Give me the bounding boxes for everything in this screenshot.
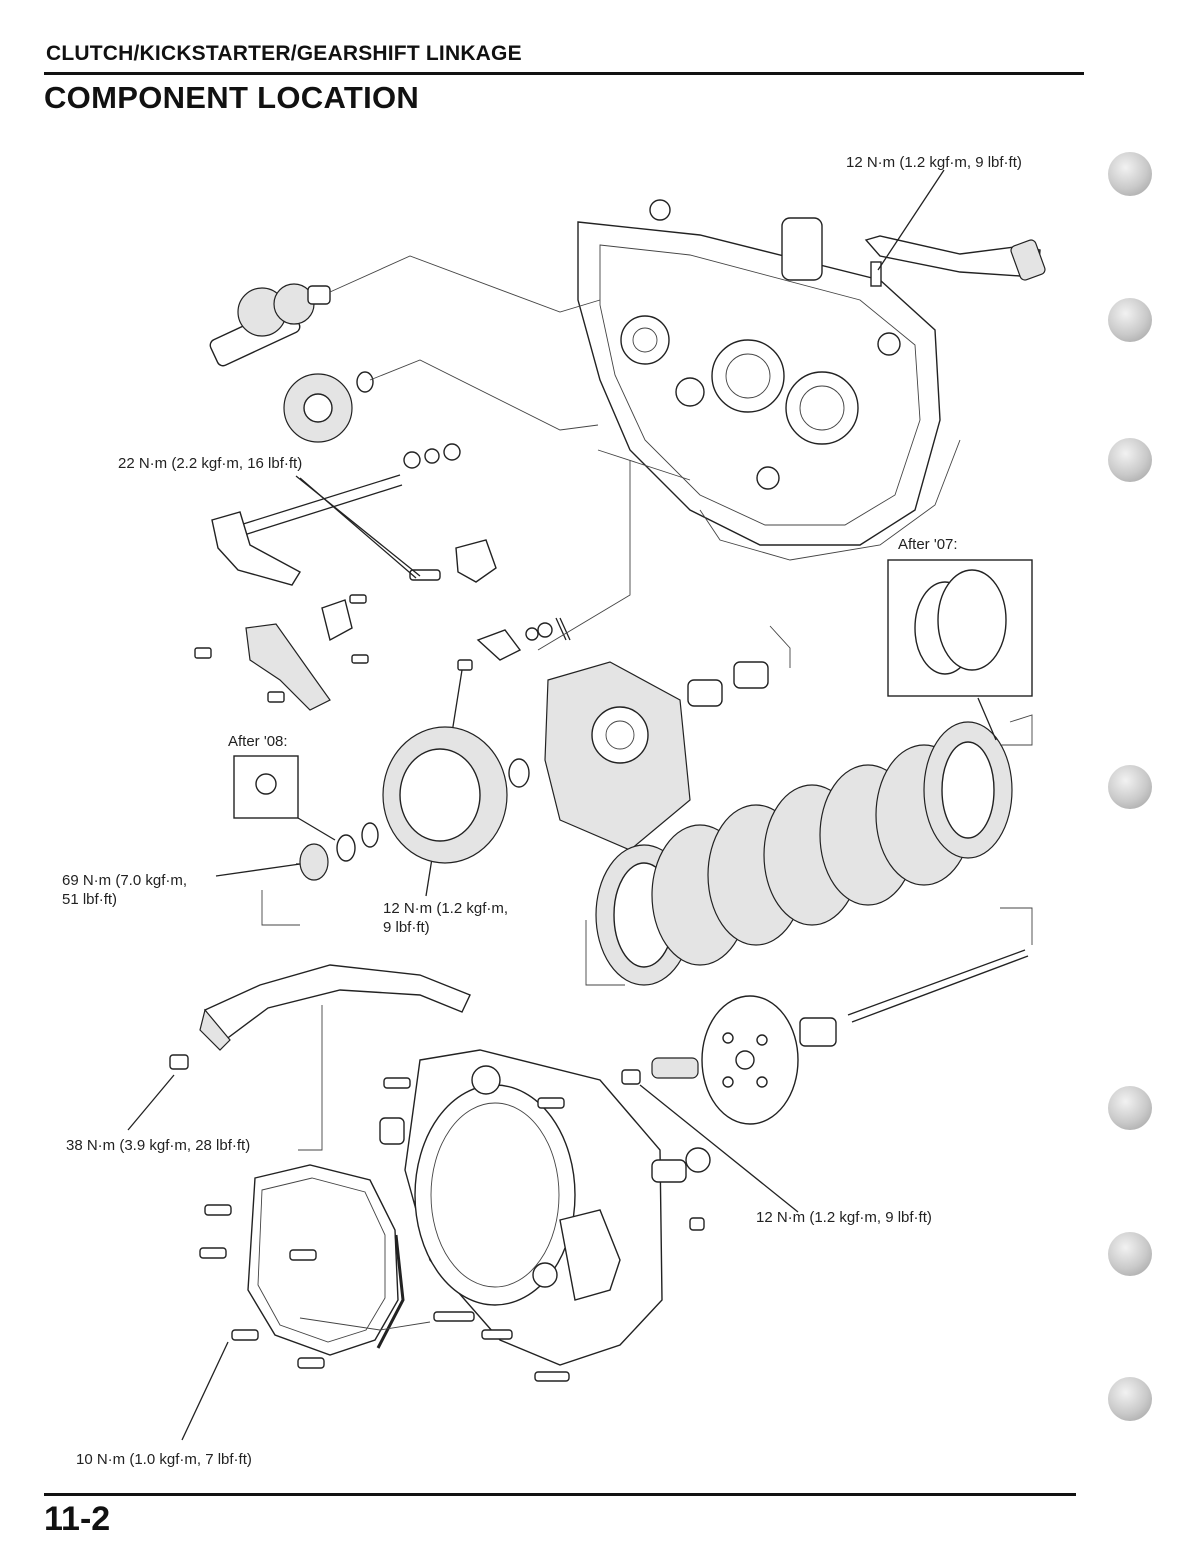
thumb-tab (1108, 1086, 1152, 1130)
clutch-center-illustration (216, 727, 529, 925)
drum-stopper-leader (296, 476, 420, 576)
torque-shift-arm-label-2: 9 lbf·ft) (383, 918, 430, 937)
torque-kickstarter-label: 38 N·m (3.9 kgf·m, 28 lbf·ft) (66, 1136, 250, 1155)
torque-clutch-nut-label-2: 51 lbf·ft) (62, 890, 117, 909)
crankcase-cover-illustration (380, 1050, 710, 1381)
footer-rule (44, 1493, 1076, 1496)
thumb-tab (1108, 298, 1152, 342)
thumb-tab (1108, 1377, 1152, 1421)
kickstarter-spindle-illustration (208, 256, 600, 442)
after-08-label: After '08: (228, 732, 288, 751)
gearshift-pedal-illustration (866, 170, 1046, 286)
torque-drum-stopper-label: 22 N·m (2.2 kgf·m, 16 lbf·ft) (118, 454, 302, 473)
page-number: 11-2 (44, 1500, 110, 1539)
thumb-tab (1108, 765, 1152, 809)
torque-clutch-nut-label-1: 69 N·m (7.0 kgf·m, (62, 871, 187, 890)
after-07-inset-illustration (888, 560, 1032, 740)
thumb-tab (1108, 1232, 1152, 1276)
after-07-label: After '07: (898, 535, 958, 554)
gearshift-spindle-illustration (195, 444, 496, 710)
thumb-tab (1108, 438, 1152, 482)
torque-clutch-cover-label: 10 N·m (1.0 kgf·m, 7 lbf·ft) (76, 1450, 252, 1469)
thumb-tab (1108, 152, 1152, 196)
torque-shift-pedal-label: 12 N·m (1.2 kgf·m, 9 lbf·ft) (846, 153, 1022, 172)
torque-clutch-spring-label: 12 N·m (1.2 kgf·m, 9 lbf·ft) (756, 1208, 932, 1227)
torque-shift-arm-label-1: 12 N·m (1.2 kgf·m, (383, 899, 508, 918)
clutch-cover-illustration (182, 1165, 430, 1440)
